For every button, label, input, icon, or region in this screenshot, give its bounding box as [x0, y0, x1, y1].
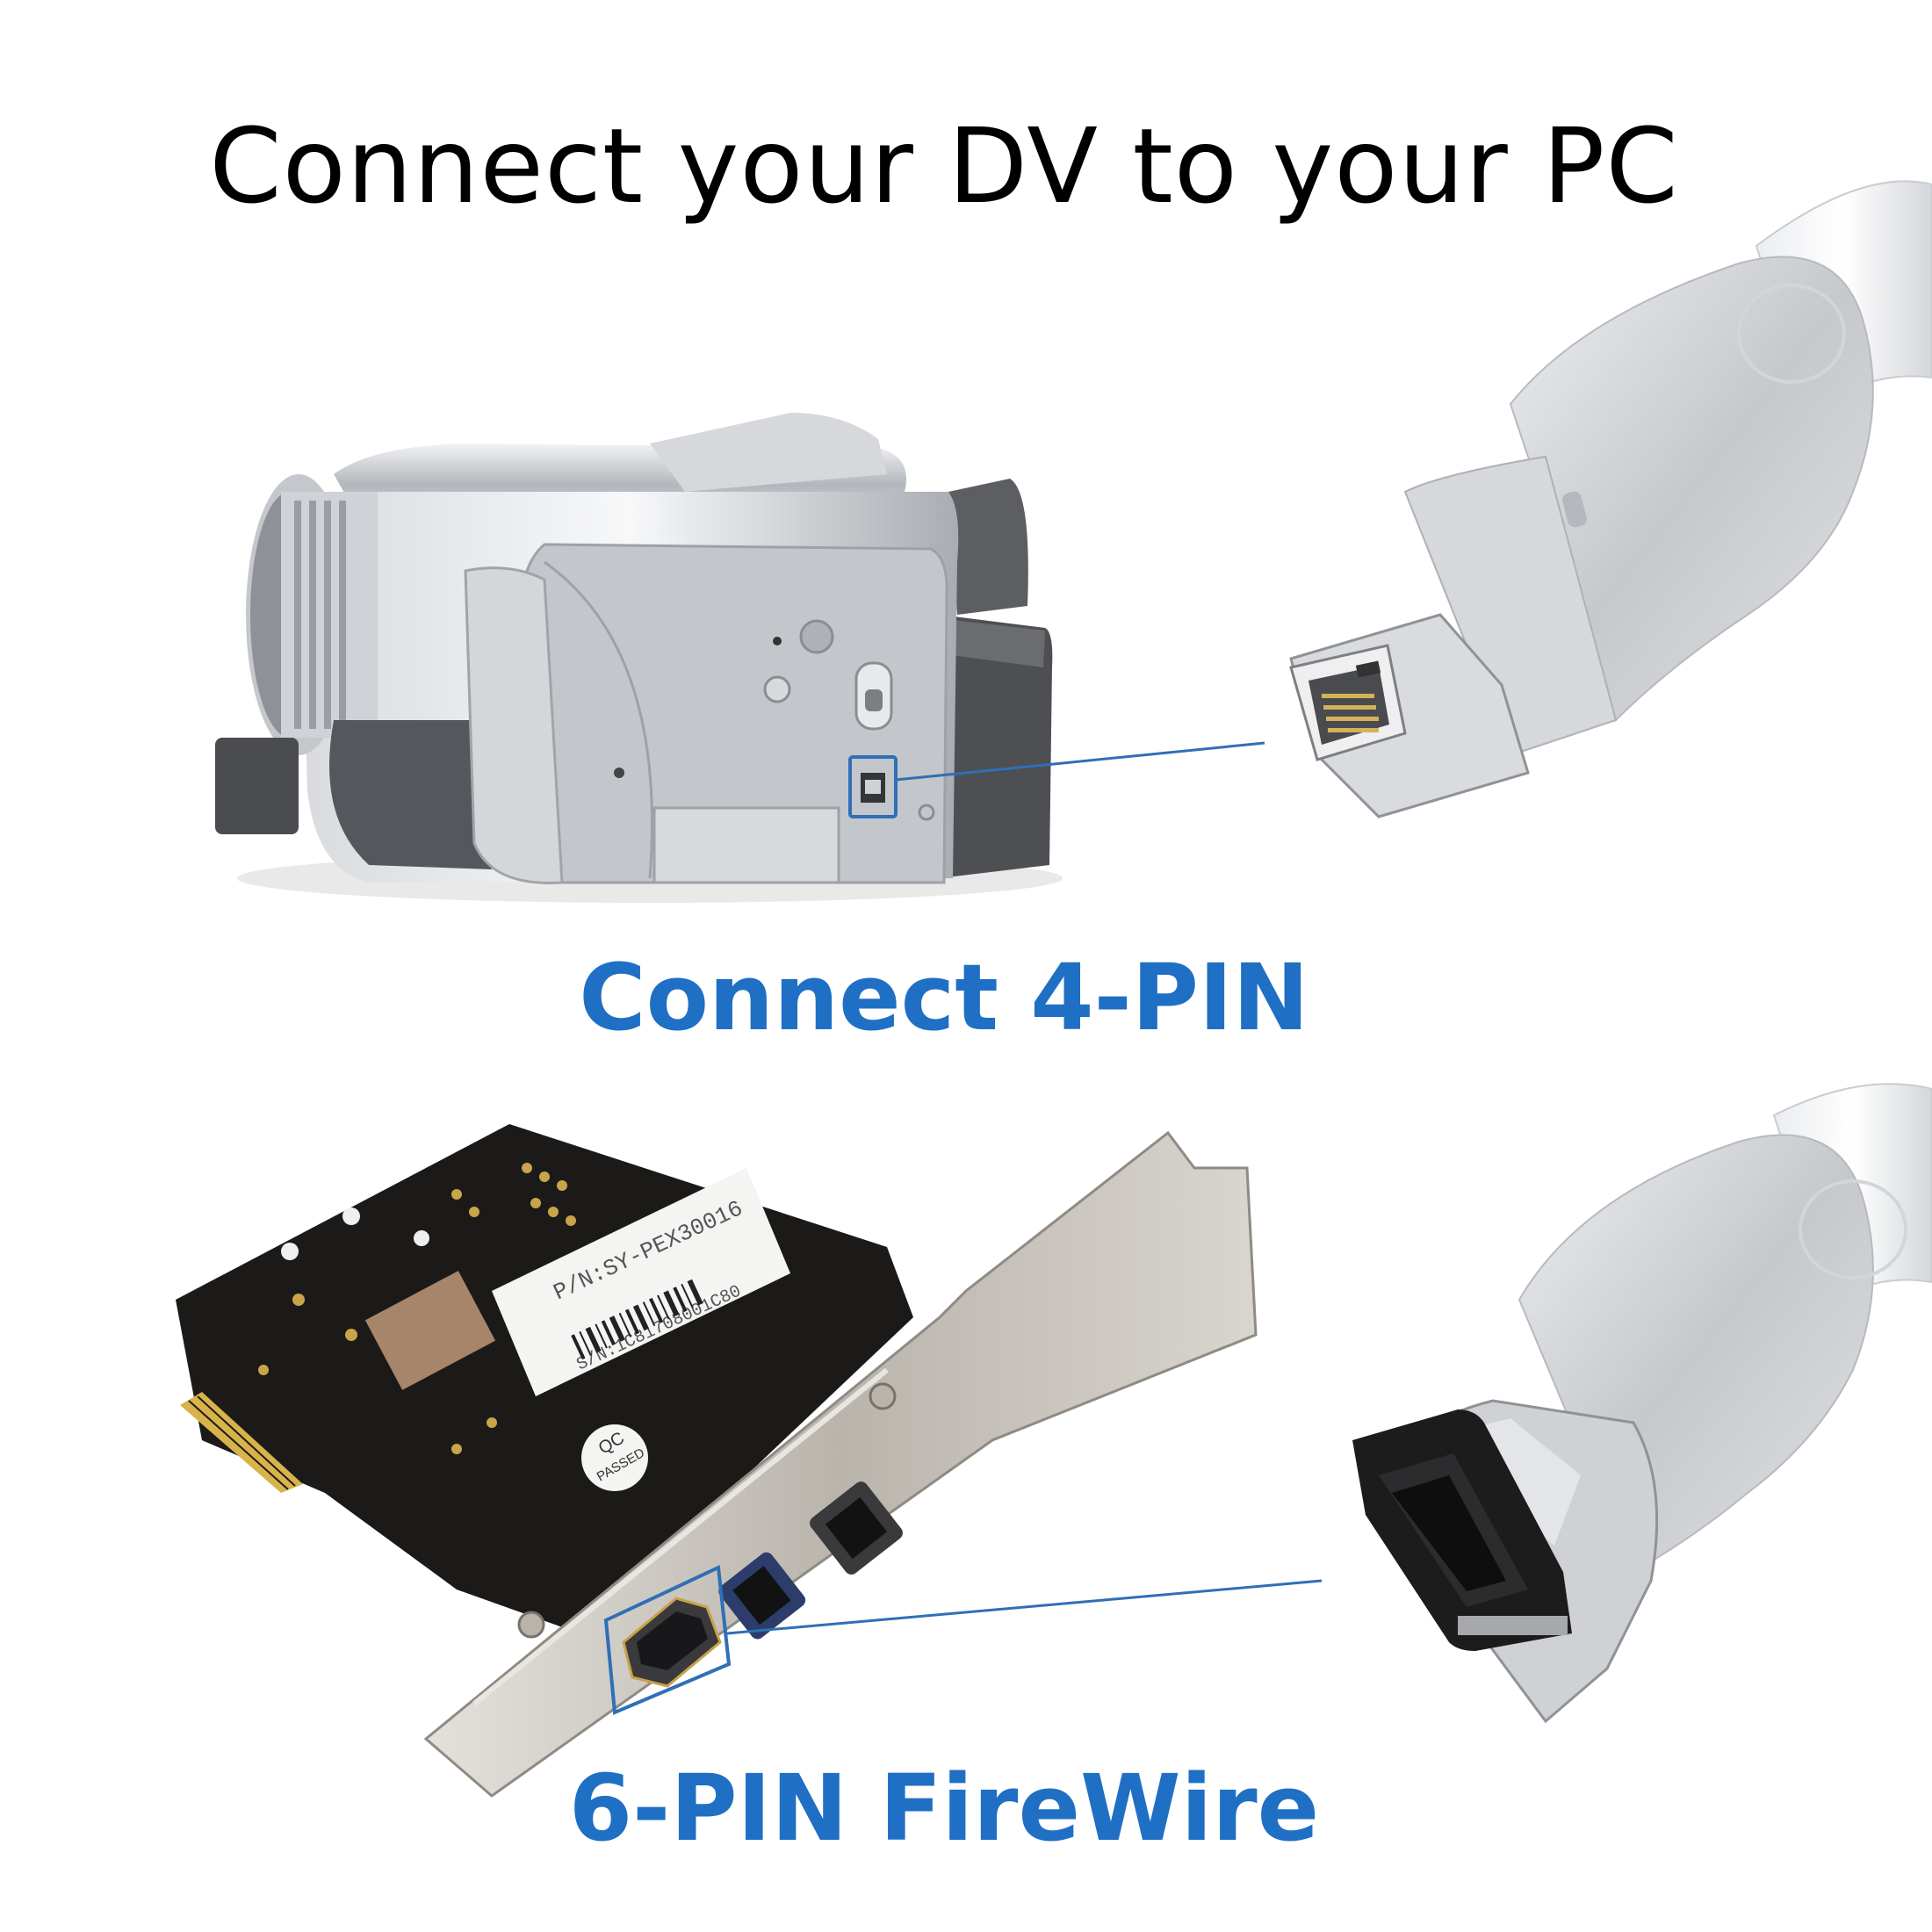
- firewire-6pin-plug-icon: [1352, 1083, 1932, 1724]
- pcie-card-icon: P/N:SY-PEX30016 S/N:1C81708001C80 QC PAS…: [176, 1124, 1258, 1798]
- card-ports: [622, 1481, 903, 1688]
- caption-6pin: 6-PIN FireWire: [568, 1755, 1320, 1862]
- callout-line-6pin: [726, 1579, 1323, 1635]
- callout-line-4pin: [895, 741, 1265, 782]
- headline: Connect your DV to your PC: [209, 105, 1679, 227]
- camcorder-icon: [215, 413, 1063, 903]
- qc-passed-sticker: QC PASSED: [581, 1424, 648, 1491]
- caption-4pin: Connect 4-PIN: [579, 944, 1309, 1051]
- firewire-4pin-plug-icon: [1289, 180, 1932, 818]
